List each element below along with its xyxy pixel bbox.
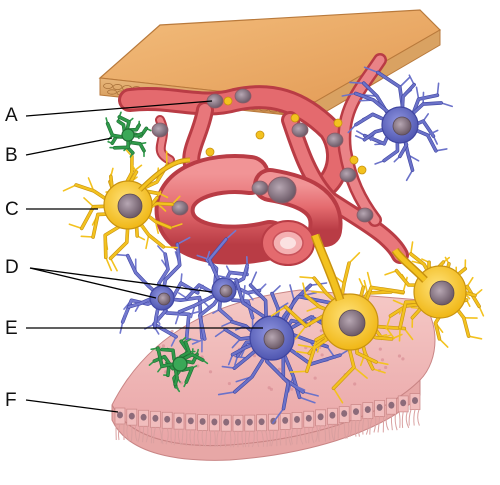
leader-f: [25, 399, 119, 413]
endothelial-nuclei: [151, 88, 374, 223]
leader-d2: [29, 267, 213, 293]
astrocyte-c: [62, 146, 191, 272]
label-d: D: [5, 257, 19, 278]
astrocyte-right-2: [384, 241, 485, 348]
leader-lines: [25, 100, 263, 413]
astrocyte-end-feet: [205, 96, 367, 175]
cilia: [115, 409, 420, 448]
label-f: F: [5, 390, 17, 411]
oligodendrocyte-d1: [113, 236, 211, 353]
label-c: C: [5, 199, 19, 220]
label-e: E: [5, 318, 18, 339]
microglia-b: [105, 111, 152, 158]
oligodendrocyte-d2: [174, 229, 267, 345]
label-a: A: [5, 105, 18, 126]
blood-vessels: [118, 53, 409, 265]
glial-cell-e: [214, 271, 356, 424]
microglia-lower: [148, 336, 209, 393]
oligodendrocyte-top-right: [341, 66, 453, 182]
leader-b: [25, 137, 113, 156]
astrocyte-right-1: [270, 233, 414, 404]
leader-a: [25, 100, 213, 117]
leader-d1: [29, 267, 157, 299]
label-b: B: [5, 145, 18, 166]
vessel-cross-section: [261, 220, 315, 266]
